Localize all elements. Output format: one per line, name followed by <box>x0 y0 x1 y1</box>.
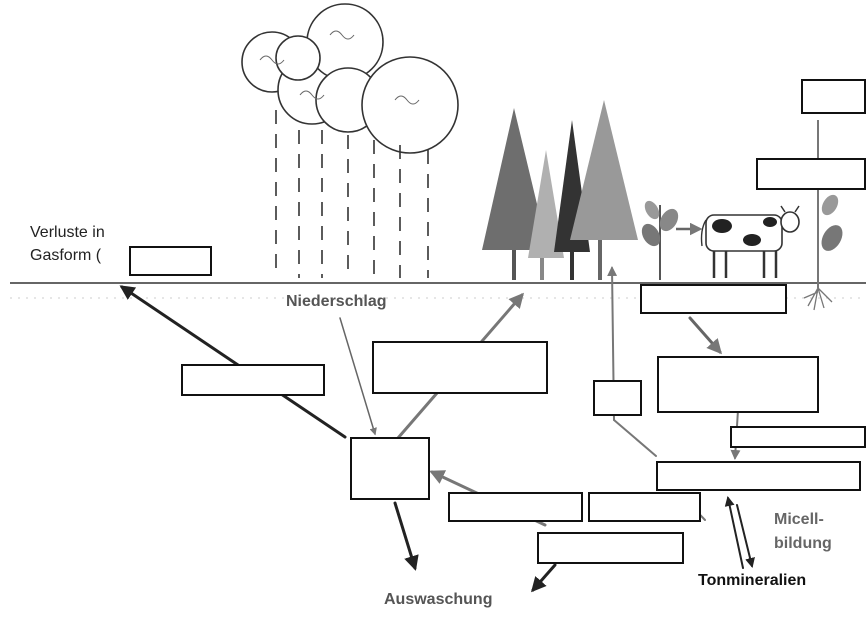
label-niederschlag: Niederschlag <box>286 293 387 310</box>
tree-icon <box>482 100 638 280</box>
rain-icon <box>275 110 429 278</box>
blank-box-left-middle[interactable] <box>181 364 325 396</box>
blank-box-gas[interactable] <box>129 246 212 276</box>
label-auswaschung: Auswaschung <box>384 591 493 608</box>
arrow-tonmineralien-down <box>736 504 755 568</box>
blank-box-right-lower[interactable] <box>656 461 861 491</box>
blank-box-center[interactable] <box>350 437 430 500</box>
arrow-down-to-box <box>688 316 722 355</box>
label-gas-loss-line1: Verluste in <box>30 224 105 241</box>
cow-icon <box>700 205 800 278</box>
plant-icon <box>641 200 679 280</box>
blank-box-right-top-soil[interactable] <box>640 284 787 314</box>
cloud-texture <box>259 30 420 105</box>
arrow-to-auswaschung-2 <box>531 563 557 593</box>
blank-box-bottom[interactable] <box>537 532 684 564</box>
label-gas-loss-line2: Gasform ( <box>30 247 102 264</box>
arrow-small-to-right <box>613 419 657 457</box>
label-gas-loss: Verluste in Gasform ( <box>30 221 105 267</box>
blank-box-bottom-middle[interactable] <box>588 492 701 522</box>
label-micell-line2: bildung <box>774 535 832 552</box>
arrow-tonmineralien-up <box>724 496 744 569</box>
label-micell-line1: Micell- <box>774 511 824 528</box>
blank-box-bottom-left[interactable] <box>448 492 583 522</box>
blank-box-top-right[interactable] <box>801 79 866 114</box>
arrow-to-auswaschung-1 <box>393 501 419 571</box>
cloud-icon <box>241 3 459 154</box>
blank-box-center-upper[interactable] <box>372 341 548 394</box>
blank-box-right-middle[interactable] <box>657 356 819 413</box>
arrow-niederschlag <box>339 317 377 436</box>
label-tonmineralien: Tonmineralien <box>698 572 807 589</box>
blank-box-small[interactable] <box>593 380 642 416</box>
label-micellbildung: Micell- bildung <box>774 508 832 556</box>
blank-box-far-right[interactable] <box>730 426 866 448</box>
blank-box-right-upper[interactable] <box>756 158 866 190</box>
arrow-to-gas-loss <box>119 285 347 439</box>
plant-roots-icon <box>803 120 843 311</box>
